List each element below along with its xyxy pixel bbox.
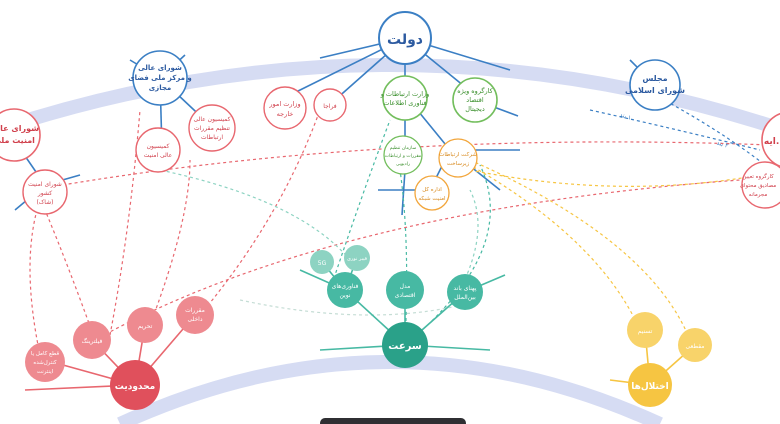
node-fibre[interactable]: فیبر نوری: [344, 245, 370, 271]
node-economic-model[interactable]: مدل اقتصادی: [386, 271, 424, 309]
speed-label: سرعت: [388, 341, 422, 352]
netsec-line1: اداره کل: [422, 186, 442, 193]
node-criminal-content[interactable]: کارگروه تعیین مصادیق محتوای مجرمانه: [740, 161, 780, 209]
node-foreign-ministry[interactable]: وزارت امور خارجه: [263, 86, 307, 130]
newtech-line2: نوین: [339, 292, 350, 299]
ict-ministry-line1: وزارت ارتباطات و: [380, 90, 430, 98]
csc-line2: کشور: [37, 190, 52, 197]
node-filtering[interactable]: فیلترینگ: [73, 321, 111, 359]
filtering-label: فیلترینگ: [82, 337, 103, 345]
csc-line1: شورای امنیت: [28, 181, 62, 188]
node-commission-regulation[interactable]: کمیسیون عالی تنظیم مقررات ارتباطات: [188, 104, 236, 152]
ict-ministry-line2: فناوری اطلاعات: [383, 99, 426, 107]
judiciary-label: ...ایه: [764, 137, 780, 147]
5g-label: 5G: [318, 260, 327, 267]
node-regulatory-org[interactable]: سازمان تنظیم مقررات و ارتباطات رادیویی: [383, 135, 423, 175]
comm-reg-line1: کمیسیون عالی: [194, 116, 231, 123]
node-national-security[interactable]: شورای عالی امنیت ملی: [0, 108, 41, 162]
node-network-security[interactable]: اداره کل امنیت شبکه: [414, 175, 450, 211]
csc-line3: (شاک): [37, 198, 54, 206]
gateway-line2: بین‌الملل: [454, 294, 476, 301]
reg-org-line2: مقررات و ارتباطات: [385, 154, 422, 159]
node-sanctions[interactable]: تحریم: [127, 307, 163, 343]
disruption-a-label: تسنیم: [638, 328, 653, 335]
gateway-line1: پهنای باند: [454, 285, 477, 292]
cutoff-line2: کنترل‌شده: [33, 359, 57, 366]
comm-sec-line1: کمیسیون: [147, 143, 170, 150]
econ-line2: اقتصادی: [395, 292, 416, 299]
national-security-line2: امنیت ملی: [0, 136, 35, 145]
domestic-line2: داخلی: [187, 316, 202, 323]
criminal-line1: کارگروه تعیین: [742, 173, 774, 180]
node-parliament[interactable]: مجلس شورای اسلامی: [625, 59, 685, 111]
node-new-tech[interactable]: فناوری‌های نوین: [327, 272, 363, 308]
node-intl-gateway[interactable]: پهنای باند بین‌الملل: [447, 274, 483, 310]
criminal-line3: مجرمانه: [749, 192, 768, 198]
sanctions-label: تحریم: [138, 323, 153, 330]
taskforce-line3: دیجیتال: [465, 105, 485, 113]
supreme-council-line1: شورای عالی: [138, 64, 182, 72]
comm-reg-line2: تنظیم مقررات: [194, 125, 230, 132]
foreign-line1: وزارت امور: [268, 100, 300, 108]
node-ict-ministry[interactable]: وزارت ارتباطات و فناوری اطلاعات: [380, 75, 430, 121]
disruption-b-label: مقطعی: [685, 343, 704, 350]
infra-line2: زیرساخت: [447, 161, 470, 167]
cutoff-line1: قطع کامل یا: [31, 350, 60, 357]
inner-arc: [117, 355, 663, 424]
foreign-line2: خارجه: [277, 110, 294, 118]
node-commission-security[interactable]: کمیسیون عالی امنیت: [135, 127, 181, 173]
node-government[interactable]: دولت: [378, 11, 432, 65]
supreme-council-line2: و مرکز ملی فضای: [128, 74, 192, 82]
restriction-label: محدودیت: [115, 382, 155, 392]
parliament-line1: مجلس: [642, 74, 667, 84]
taskforce-line2: اقتصاد: [466, 96, 484, 104]
faraja-label: فراجا: [323, 103, 337, 110]
bottom-toolbar[interactable]: [320, 418, 466, 424]
cutoff-line3: اینترنت: [37, 369, 54, 375]
taskforce-line1: کارگروه ویژه: [457, 87, 493, 95]
node-special-taskforce[interactable]: کارگروه ویژه اقتصاد دیجیتال: [452, 77, 498, 123]
fibre-label: فیبر نوری: [347, 256, 368, 262]
parliament-line2: شورای اسلامی: [625, 86, 685, 95]
comm-sec-line2: عالی امنیت: [144, 152, 173, 159]
netsec-line2: امنیت شبکه: [418, 195, 446, 202]
node-faraja[interactable]: فراجا: [313, 88, 347, 122]
newtech-line1: فناوری‌های: [332, 283, 359, 290]
hub-disruptions[interactable]: اختلال‌ها: [628, 363, 672, 407]
hub-speed[interactable]: سرعت: [382, 322, 428, 368]
dashed-connectors: [29, 94, 771, 356]
reg-org-line3: رادیویی: [396, 162, 410, 167]
hub-restriction[interactable]: محدودیت: [110, 360, 160, 410]
node-full-cutoff[interactable]: قطع کامل یا کنترل‌شده اینترنت: [25, 342, 65, 382]
node-disruption-b[interactable]: مقطعی: [678, 328, 712, 362]
edge-label-two: ۲ بند: [716, 139, 729, 149]
node-country-security-council[interactable]: شورای امنیت کشور (شاک): [22, 169, 68, 215]
domestic-line1: مقررات: [185, 307, 205, 314]
infra-line1: شرکت ارتباطات: [439, 151, 477, 158]
disruptions-label: اختلال‌ها: [631, 382, 669, 392]
national-security-line1: شورای عالی: [0, 124, 39, 133]
criminal-line2: مصادیق محتوای: [740, 183, 777, 189]
edge-label-one: ۱ بند: [619, 111, 632, 121]
node-domestic-rules[interactable]: مقررات داخلی: [176, 296, 214, 334]
node-supreme-council[interactable]: شورای عالی و مرکز ملی فضای مجازی: [128, 50, 192, 106]
government-label: دولت: [387, 32, 423, 48]
node-disruption-a[interactable]: تسنیم: [627, 312, 663, 348]
reg-org-line1: سازمان تنظیم: [390, 146, 417, 151]
supreme-council-line3: مجازی: [149, 84, 171, 92]
node-infra-company[interactable]: شرکت ارتباطات زیرساخت: [438, 138, 478, 178]
node-5g[interactable]: 5G: [310, 250, 334, 274]
outer-arc: [0, 58, 780, 137]
comm-reg-line3: ارتباطات: [201, 134, 223, 141]
node-judiciary[interactable]: ...ایه: [761, 112, 780, 168]
econ-line1: مدل: [400, 283, 411, 290]
